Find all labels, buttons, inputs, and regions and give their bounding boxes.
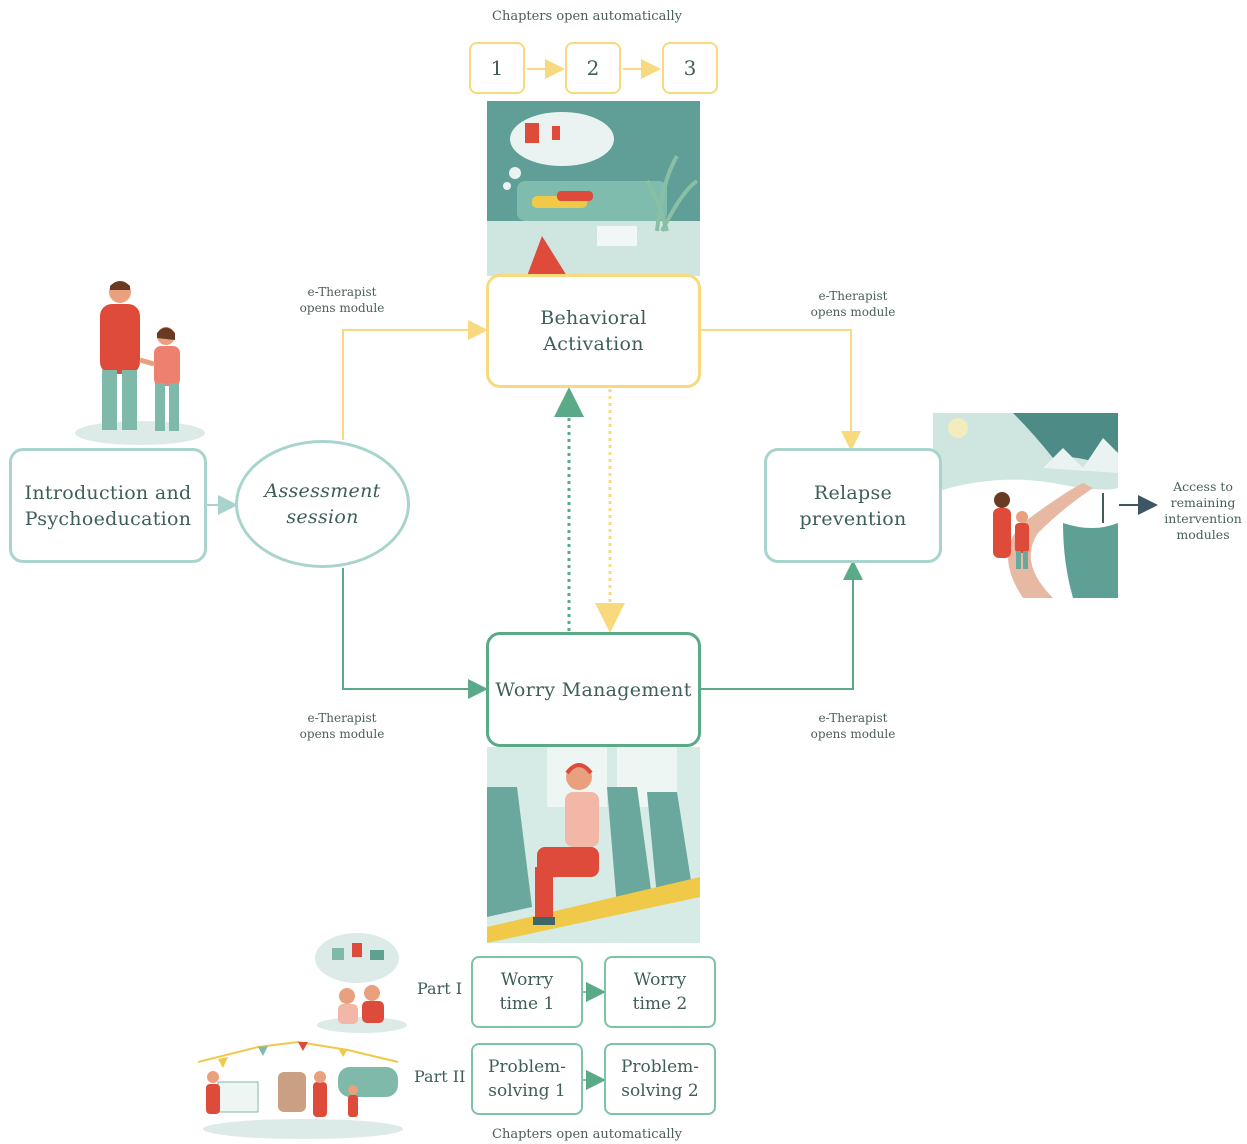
arrow-behavioral-relapse <box>700 329 861 451</box>
edge-label-bottom-right-line2: opens module <box>810 727 896 741</box>
worry-time-1-line2: time 1 <box>499 994 555 1014</box>
worry-management-illustration <box>487 747 700 943</box>
worry-label: Worry Management <box>495 678 692 701</box>
access-line1: Access to <box>1173 479 1233 494</box>
parent-child-illustration <box>75 281 205 445</box>
arrow-assessment-behavioral <box>342 320 488 440</box>
assessment-label-line1: Assessment <box>264 480 381 502</box>
access-line4: modules <box>1176 527 1230 542</box>
edge-label-top-left-line1: e-Therapist <box>307 285 377 299</box>
assessment-session-node: Assessment session <box>235 440 410 568</box>
part1-label: Part I <box>417 979 463 998</box>
edge-label-bottom-left: e-Therapist opens module <box>282 710 402 742</box>
edge-label-top-right-line2: opens module <box>810 305 896 319</box>
intro-label-line2: Psychoeducation <box>24 507 192 530</box>
edge-label-top-right: e-Therapist opens module <box>793 288 913 320</box>
part2-label: Part II <box>414 1067 466 1086</box>
problem-solving-1-box: Problem- solving 1 <box>471 1043 583 1115</box>
access-line2: remaining <box>1170 495 1236 510</box>
edge-label-top-left-line2: opens module <box>299 301 385 315</box>
problem-solving-1-line1: Problem- <box>487 1057 567 1077</box>
behavioral-activation-illustration <box>487 101 700 276</box>
relapse-label-line2: prevention <box>799 507 907 530</box>
arrow-assessment-worry <box>342 568 488 699</box>
problem-solving-2-box: Problem- solving 2 <box>604 1043 716 1115</box>
part1-illustration <box>315 933 407 1033</box>
relapse-prevention-node: Relapse prevention <box>764 448 942 563</box>
chapter-3-box: 3 <box>662 42 718 94</box>
introduction-psychoeducation-node: Introduction and Psychoeducation <box>9 448 207 563</box>
assessment-label-line2: session <box>286 506 359 528</box>
relapse-label-line1: Relapse <box>813 481 893 504</box>
edge-label-bottom-left-line1: e-Therapist <box>307 711 377 725</box>
intro-label-line1: Introduction and <box>24 481 192 504</box>
worry-time-2-line2: time 2 <box>632 994 688 1014</box>
chapter-1-box: 1 <box>469 42 525 94</box>
worry-time-1-line1: Worry <box>500 970 554 990</box>
problem-solving-2-line1: Problem- <box>620 1057 700 1077</box>
behavioral-label-line1: Behavioral <box>540 307 647 329</box>
behavioral-activation-node: Behavioral Activation <box>486 274 701 388</box>
part2-illustration <box>198 1040 403 1139</box>
behavioral-label-line2: Activation <box>543 333 644 355</box>
worry-time-2-line1: Worry <box>633 970 687 990</box>
edge-label-top-right-line1: e-Therapist <box>818 289 888 303</box>
chapters-top-caption: Chapters open automatically <box>492 9 682 24</box>
access-remaining-modules-label: Access to remaining intervention modules <box>1159 479 1247 543</box>
edge-label-bottom-right-line1: e-Therapist <box>818 711 888 725</box>
relapse-prevention-illustration <box>933 413 1118 598</box>
worry-management-node: Worry Management <box>486 632 701 747</box>
edge-label-bottom-left-line2: opens module <box>299 727 385 741</box>
chapters-bottom-caption: Chapters open automatically <box>492 1127 682 1142</box>
worry-time-1-box: Worry time 1 <box>471 956 583 1028</box>
worry-time-2-box: Worry time 2 <box>604 956 716 1028</box>
access-line3: intervention <box>1164 511 1242 526</box>
edge-label-bottom-right: e-Therapist opens module <box>793 710 913 742</box>
arrow-worry-relapse <box>700 560 863 690</box>
problem-solving-2-line2: solving 2 <box>621 1081 699 1101</box>
problem-solving-1-line2: solving 1 <box>488 1081 566 1101</box>
chapter-2-box: 2 <box>565 42 621 94</box>
edge-label-top-left: e-Therapist opens module <box>282 284 402 316</box>
